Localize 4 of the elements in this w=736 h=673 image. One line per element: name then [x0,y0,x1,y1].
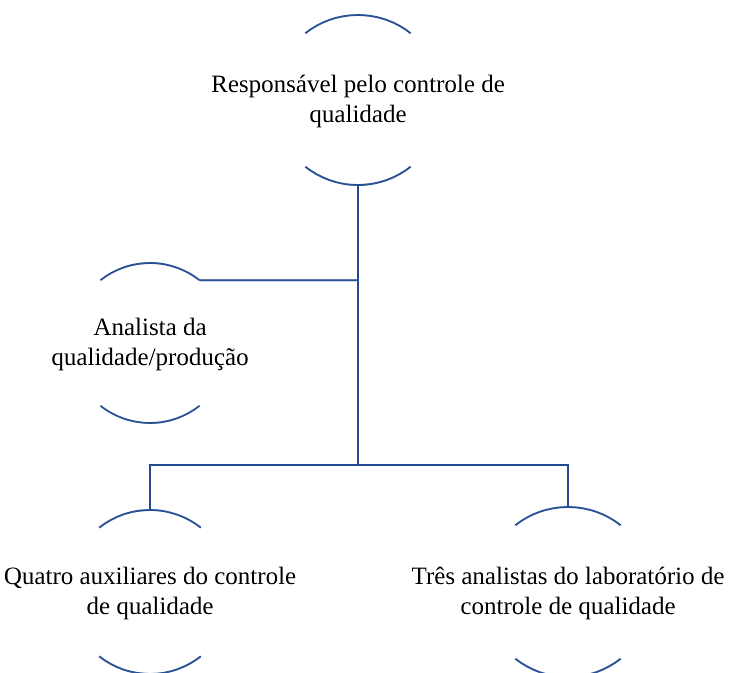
node-label: Três analistas do laboratório de controle de qualidade [410,562,726,622]
node-label: Quatro auxiliares do controle de qualidade [2,562,298,622]
node-label: Responsável pelo controle de qualidade [210,70,506,130]
node-label: Analista da qualidade/produção [50,313,250,373]
